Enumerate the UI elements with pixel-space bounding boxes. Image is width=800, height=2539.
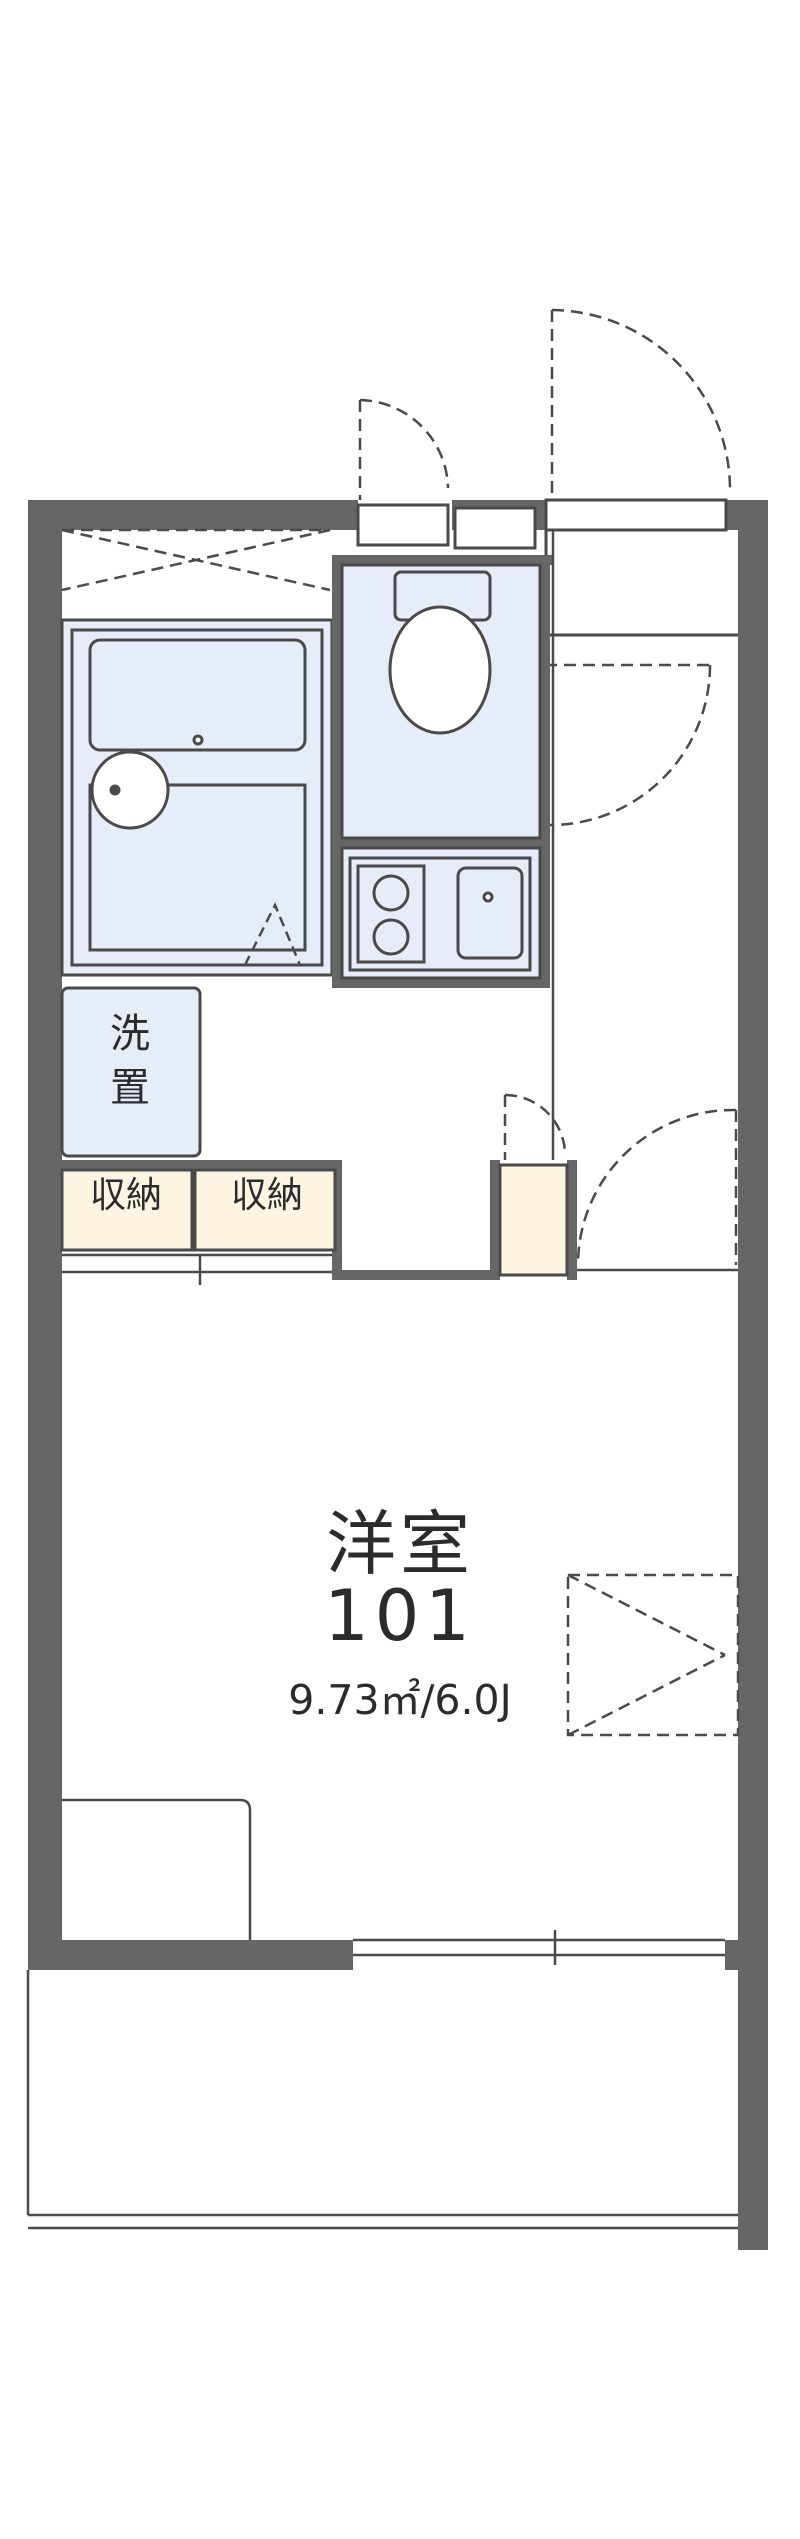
bottom-wall-left <box>28 1940 353 1970</box>
room-number-label: 101 <box>324 1575 476 1657</box>
storage-closets <box>60 1163 569 1277</box>
washer-label-line2: 置 <box>110 1065 150 1111</box>
entrance <box>544 498 738 637</box>
room-size-label: 9.73㎡/6.0J <box>288 1676 512 1724</box>
bottom-wall-right <box>725 1940 768 1970</box>
top-small-boxes <box>356 503 537 550</box>
kitchen <box>340 846 542 980</box>
interior-walls <box>62 555 577 1280</box>
storage-label-right: 収納 <box>230 1175 303 1216</box>
bath-door-dashed <box>243 901 302 966</box>
right-wall <box>738 500 768 2250</box>
top-wall-left <box>28 500 358 530</box>
left-wall <box>28 500 62 1970</box>
bathroom <box>60 618 334 977</box>
toilet <box>340 563 542 840</box>
outer-walls <box>28 500 768 2250</box>
top-wall-right <box>725 500 768 530</box>
room-type-label: 洋室 <box>326 1503 474 1585</box>
washer-space <box>60 986 202 1158</box>
storage-label-left: 収納 <box>89 1175 162 1216</box>
thin-lines <box>26 530 738 2230</box>
door-swings <box>61 308 740 1737</box>
washer-label-line1: 洗 <box>110 1011 150 1057</box>
